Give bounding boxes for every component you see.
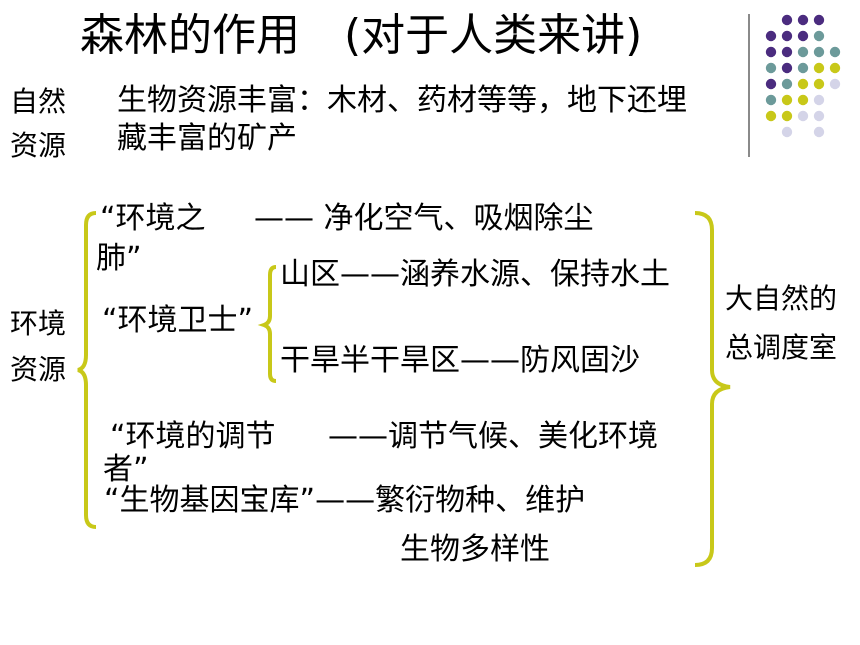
decorative-dot — [813, 94, 825, 106]
natural-resource-text-line2: 藏丰富的矿产 — [117, 121, 297, 156]
gene-bank-text: “生物基因宝库”——繁衍物种、维护 — [104, 483, 586, 518]
decorative-dot — [813, 78, 825, 90]
summary-right-bracket — [694, 211, 731, 567]
decorative-dot — [765, 30, 777, 42]
decorative-dot — [781, 62, 793, 74]
decorative-dot — [813, 62, 825, 74]
decorative-dot — [797, 78, 809, 90]
natural-resource-text: 生物资源丰富：木材、药材等等，地下还埋 — [117, 83, 687, 118]
gene-bank-text-line2: 生物多样性 — [400, 532, 550, 567]
environment-regulator-desc: ——调节气候、美化环境 — [328, 419, 658, 454]
decorative-dot — [813, 110, 825, 122]
decorative-dot — [765, 62, 777, 74]
decorative-dot — [813, 46, 825, 58]
mountain-area-text: 山区——涵养水源、保持水土 — [280, 257, 670, 292]
environment-left-bracket — [77, 211, 97, 529]
environment-regulator-label-line2: 者” — [103, 452, 149, 487]
decorative-dot — [765, 46, 777, 58]
decorative-dot — [781, 30, 793, 42]
decorative-dot — [797, 14, 809, 26]
environment-lung-desc: —— 净化空气、吸烟除尘 — [254, 201, 594, 236]
environment-resource-label-line2: 资源 — [10, 353, 67, 386]
natural-resource-label-line2: 资源 — [10, 129, 67, 162]
guard-left-bracket — [257, 265, 277, 383]
decorative-dot — [765, 94, 777, 106]
decorative-dot — [797, 30, 809, 42]
environment-regulator-label: “环境的调节 — [110, 419, 276, 454]
decorative-dot — [813, 30, 825, 42]
summary-label: 大自然的 — [725, 282, 838, 315]
natural-resource-label: 自然 — [10, 85, 67, 118]
decorative-dot — [797, 110, 809, 122]
summary-label-line2: 总调度室 — [725, 331, 838, 364]
decorative-dot — [781, 94, 793, 106]
arid-area-text: 干旱半干旱区——防风固沙 — [280, 343, 640, 378]
environment-resource-label: 环境 — [10, 307, 67, 340]
decorative-dot — [829, 78, 841, 90]
environment-lung-label-line2: 肺” — [96, 241, 142, 276]
environment-guard-label: “环境卫士” — [102, 303, 254, 338]
page-title: 森林的作用 (对于人类来讲) — [80, 10, 643, 61]
decorative-dot — [813, 126, 825, 138]
decorative-dot — [797, 46, 809, 58]
decorative-dot — [829, 62, 841, 74]
environment-lung-label: “环境之 — [100, 201, 206, 236]
decorative-dot — [797, 62, 809, 74]
decorative-dot — [781, 110, 793, 122]
decorative-dot — [781, 14, 793, 26]
decorative-dot — [781, 126, 793, 138]
decorative-dot-grid — [765, 14, 841, 138]
decorative-dot — [797, 94, 809, 106]
decorative-dot — [813, 14, 825, 26]
decorative-dot — [781, 46, 793, 58]
decorative-dot — [765, 110, 777, 122]
decorative-dot — [781, 78, 793, 90]
decorative-dot — [829, 46, 841, 58]
decorative-dot — [765, 78, 777, 90]
